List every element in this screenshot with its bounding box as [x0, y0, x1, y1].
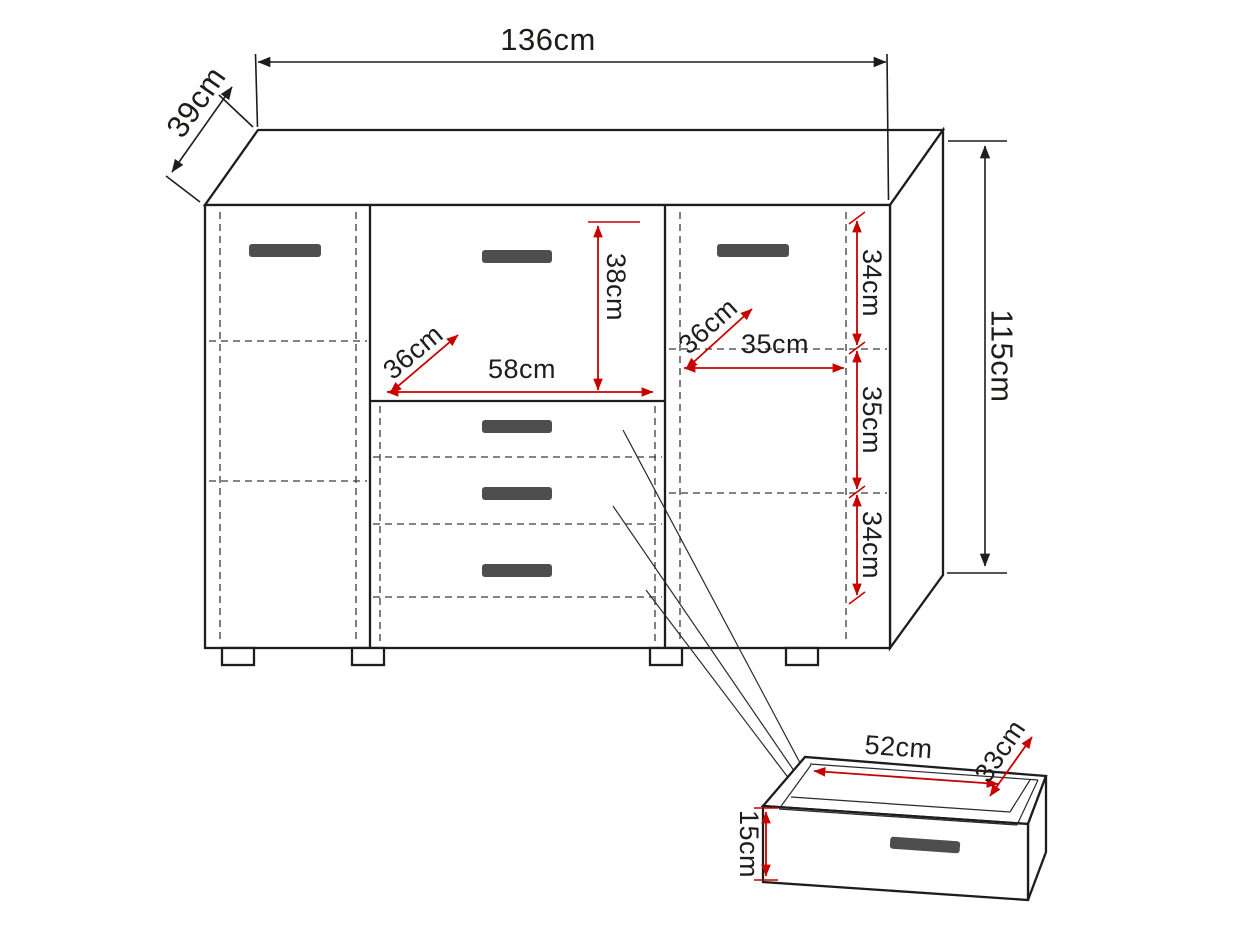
- cabinet-foot: [648, 646, 684, 667]
- cabinet-right-side-face: [888, 126, 945, 652]
- cabinet-foot: [220, 646, 256, 667]
- detail-drawer-handle: [889, 836, 961, 854]
- overall-width-dimension: 136cm: [254, 22, 890, 201]
- cabinet-body: [202, 126, 946, 667]
- right-top-height-label: 34cm: [857, 249, 887, 317]
- drawer-detail: 52cm 33cm 15cm: [734, 714, 1048, 902]
- right-bottom-height-label: 34cm: [857, 511, 887, 579]
- cabinet-top-face: [202, 128, 946, 207]
- drawer-handle-3: [482, 564, 552, 577]
- top-drawer-handle: [482, 250, 552, 263]
- drawer-width-label: 52cm: [864, 730, 934, 765]
- middle-height-label: 38cm: [601, 253, 631, 321]
- drawer-height-label: 15cm: [734, 810, 764, 878]
- handles: [249, 244, 789, 577]
- left-door-handle: [249, 244, 321, 257]
- overall-height-dimension: 115cm: [947, 140, 1020, 574]
- right-shelf-width-label: 35cm: [741, 329, 809, 359]
- middle-width-label: 58cm: [488, 354, 556, 384]
- right-middle-height-label: 35cm: [857, 386, 887, 454]
- overall-height-label: 115cm: [985, 309, 1020, 402]
- cabinet-foot: [350, 646, 386, 667]
- drawer-handle-2: [482, 487, 552, 500]
- drawer-handle-1: [482, 420, 552, 433]
- right-door-handle: [717, 244, 789, 257]
- drawer-leader-lines: [612, 429, 808, 789]
- cabinet-foot: [784, 646, 820, 667]
- overall-width-label: 136cm: [500, 22, 596, 57]
